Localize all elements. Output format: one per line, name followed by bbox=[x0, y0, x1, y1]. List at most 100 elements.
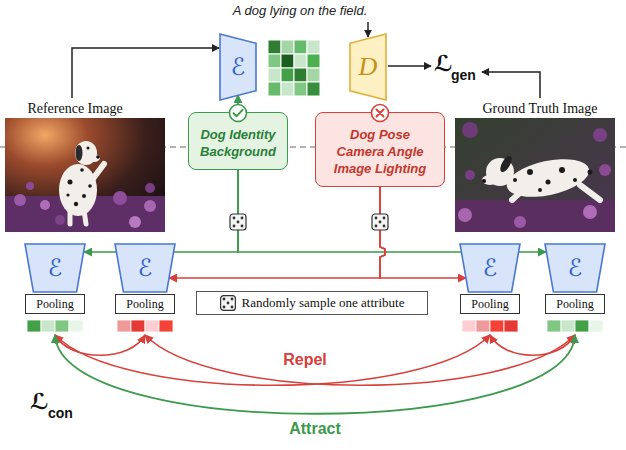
dice-pip bbox=[237, 221, 240, 224]
latent-cell bbox=[307, 40, 320, 54]
latent-cell bbox=[268, 68, 281, 82]
ground-truth-photo bbox=[455, 118, 615, 232]
dog-spot bbox=[87, 147, 90, 150]
heather-flower bbox=[145, 183, 155, 193]
dog-spot bbox=[573, 178, 577, 182]
dice-pip bbox=[241, 217, 244, 220]
heather-flower bbox=[14, 194, 26, 206]
vector-cell bbox=[575, 320, 589, 332]
node-text: Pooling bbox=[126, 297, 163, 311]
pooling-box: Pooling bbox=[545, 294, 605, 314]
heather-patch bbox=[455, 200, 615, 232]
vector-cell bbox=[561, 320, 575, 332]
prompt-text: A dog lying on the field. bbox=[233, 3, 368, 19]
latent-cell bbox=[294, 40, 307, 54]
latent-cell bbox=[281, 54, 294, 68]
vector-cell bbox=[462, 320, 476, 332]
block-shape bbox=[545, 244, 605, 292]
prompt-wire bbox=[367, 22, 369, 37]
dice-pip bbox=[383, 217, 386, 220]
latent-grid bbox=[268, 40, 320, 96]
feature-vector bbox=[117, 320, 173, 332]
attract-label: Attract bbox=[289, 421, 341, 437]
block-shape bbox=[220, 34, 256, 100]
block-shape bbox=[115, 244, 175, 292]
heather-flower bbox=[465, 170, 475, 180]
latent-cell bbox=[268, 82, 281, 96]
encoder-block: ℰ bbox=[115, 244, 175, 292]
reference-photo bbox=[5, 118, 165, 232]
dice-face bbox=[220, 296, 235, 311]
dice-pip bbox=[230, 306, 233, 309]
node-text: ℰ bbox=[483, 256, 498, 280]
vector-cell bbox=[55, 320, 69, 332]
dice-pip bbox=[383, 225, 386, 228]
heather-flower bbox=[40, 200, 50, 210]
dog-leg bbox=[580, 185, 600, 200]
node-text: Pooling bbox=[556, 297, 593, 311]
dice-icon bbox=[372, 214, 388, 230]
badge-ring bbox=[230, 105, 247, 122]
heather-flower bbox=[458, 208, 472, 222]
vector-cell bbox=[476, 320, 490, 332]
cross-badge bbox=[370, 103, 390, 123]
heather-flower bbox=[599, 164, 611, 176]
target-wire bbox=[482, 72, 540, 98]
dog-spot bbox=[513, 178, 517, 182]
latent-cell bbox=[307, 54, 320, 68]
dog-muzzle bbox=[88, 154, 100, 162]
node-text: ℰ bbox=[48, 256, 63, 280]
connector-arrow bbox=[84, 170, 238, 252]
dog-spot bbox=[538, 188, 542, 192]
dog-muzzle bbox=[482, 175, 498, 185]
heather-flower bbox=[514, 216, 526, 228]
repel-label: Repel bbox=[283, 352, 327, 368]
block-shape bbox=[25, 244, 85, 292]
node-text: Pooling bbox=[471, 297, 508, 311]
vector-cell bbox=[41, 320, 55, 332]
output-wire bbox=[388, 65, 431, 67]
check-badge bbox=[228, 103, 248, 123]
block-shape bbox=[350, 34, 386, 100]
heather-flower bbox=[113, 191, 127, 205]
heather-flower bbox=[26, 182, 34, 190]
connector-arrow bbox=[169, 187, 385, 278]
encoder-block: ℰ bbox=[545, 244, 605, 292]
decoder-block: D bbox=[350, 34, 386, 100]
cross-mark bbox=[377, 110, 384, 117]
attract-arc bbox=[55, 335, 575, 414]
image-title: Reference Image bbox=[27, 101, 122, 117]
dice-face bbox=[372, 214, 388, 230]
latent-cell bbox=[268, 54, 281, 68]
image-input-wire bbox=[72, 48, 219, 98]
latent-cell bbox=[307, 82, 320, 96]
node-text: ℰ bbox=[568, 256, 583, 280]
latent-cell bbox=[268, 40, 281, 54]
dog-paw bbox=[92, 164, 104, 180]
vector-cell bbox=[145, 320, 159, 332]
repel-arc bbox=[490, 335, 575, 355]
repel-arc bbox=[55, 335, 490, 385]
pooling-box: Pooling bbox=[460, 294, 520, 314]
heather-flower bbox=[144, 200, 156, 212]
dice-pip bbox=[379, 221, 382, 224]
dog-spot bbox=[66, 193, 69, 196]
latent-cell bbox=[281, 82, 294, 96]
dice-icon bbox=[220, 295, 236, 311]
latent-cell bbox=[281, 40, 294, 54]
vector-cell bbox=[490, 320, 504, 332]
vector-cell bbox=[504, 320, 518, 332]
dice-pip bbox=[226, 302, 229, 305]
loss-subscript: con bbox=[48, 406, 73, 420]
pooling-box: Pooling bbox=[115, 294, 175, 314]
check-mark bbox=[234, 110, 243, 116]
dice-pip bbox=[375, 217, 378, 220]
kept-attribute-box: Dog Identity Background bbox=[188, 112, 288, 170]
latent-cell bbox=[294, 68, 307, 82]
repel-arc bbox=[145, 335, 575, 385]
badge-ring bbox=[372, 105, 389, 122]
vector-cell bbox=[159, 320, 173, 332]
varied-attribute-box: Dog Pose Camera Angle Image Lighting bbox=[315, 112, 445, 187]
